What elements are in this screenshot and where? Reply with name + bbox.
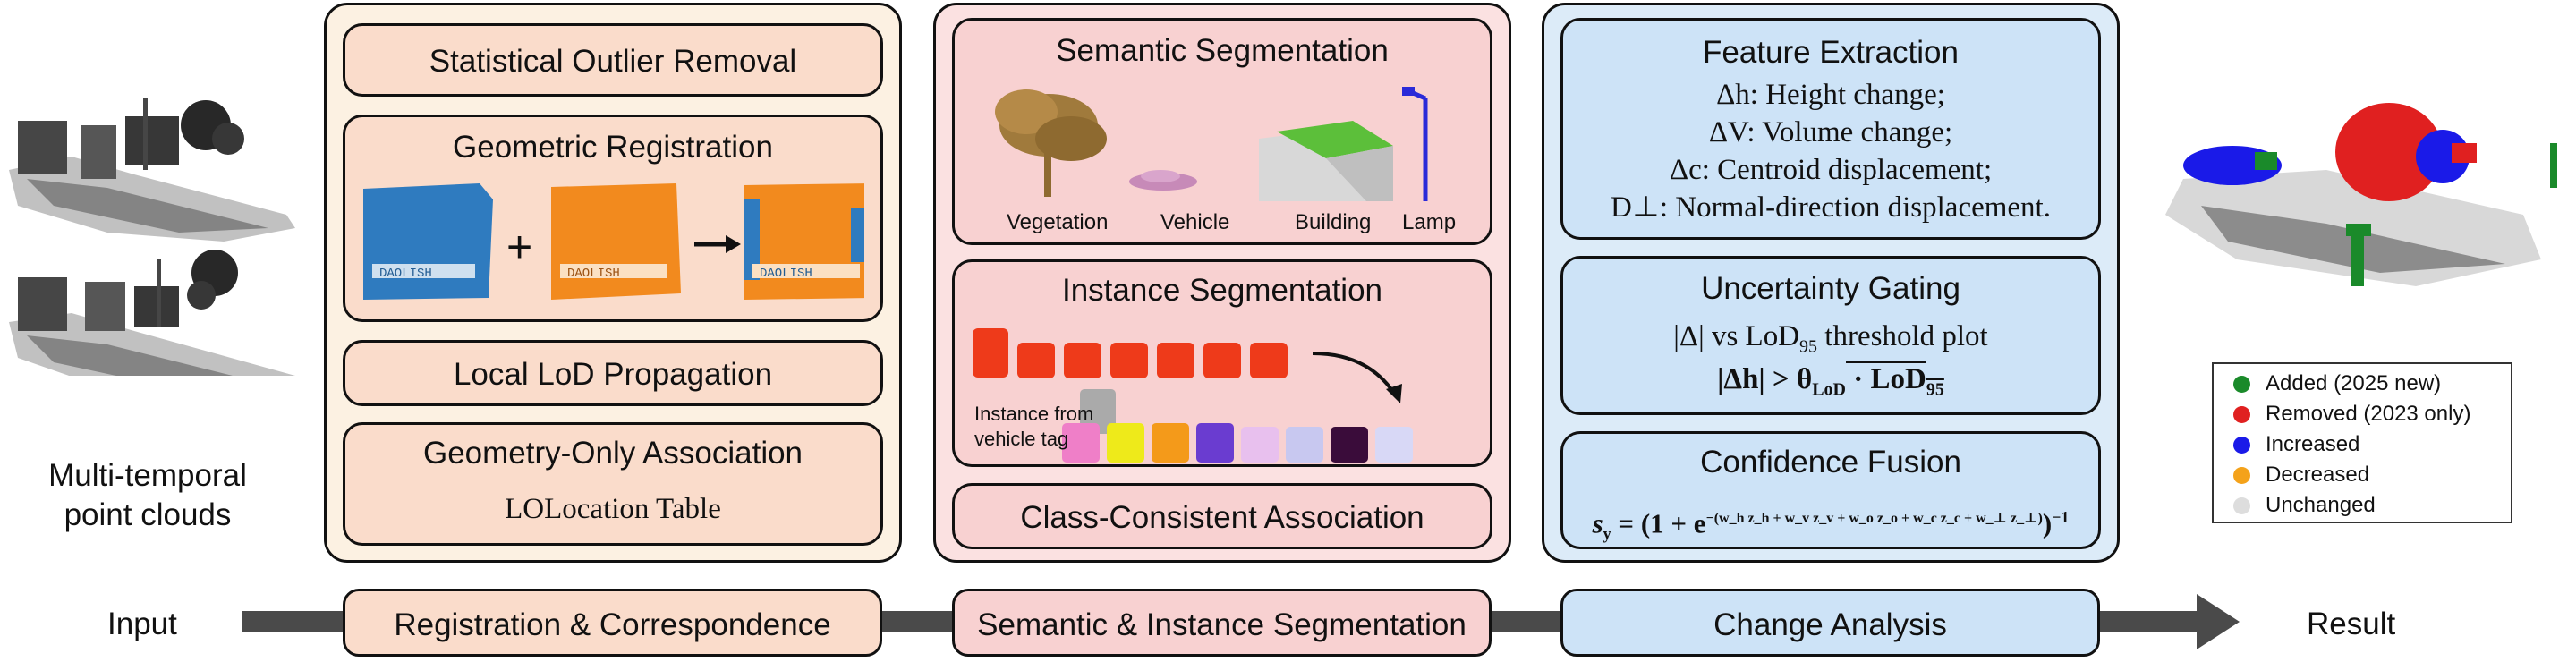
pipeline-input-label: Input	[107, 607, 177, 641]
confidence-fusion-box: Confidence Fusion sy = (1 + e−(w_h z_h +…	[1560, 431, 2101, 549]
instance-illustration	[973, 328, 1413, 463]
point-cloud-2023	[9, 98, 295, 242]
vegetation-sample	[995, 89, 1107, 197]
feature-volume-change: ΔV: Volume change;	[1708, 116, 1953, 149]
lamp-sample	[1402, 87, 1428, 201]
feature-centroid-displacement: Δc: Centroid displacement;	[1669, 154, 1993, 186]
arrow-right-icon	[694, 235, 741, 253]
semantic-segmentation-box: Semantic Segmentation	[952, 18, 1492, 245]
gating-line2-b: · LoD	[1846, 363, 1926, 395]
target-scan: DAOLISH	[551, 183, 681, 300]
feature-extraction-box: Feature Extraction Δh: Height change; ΔV…	[1560, 18, 2101, 240]
geometric-registration-box: Geometric Registration DAOLISH + DAOLISH	[343, 115, 883, 322]
stage-change-analysis: Change Analysis	[1560, 589, 2100, 657]
semantic-segmentation-label: Semantic Segmentation	[1056, 33, 1389, 68]
gating-inequality: |Δh| > θLoD · LoD95	[1563, 361, 2098, 409]
stage-registration: Registration & Correspondence	[343, 589, 882, 657]
geometric-registration-label: Geometric Registration	[453, 130, 773, 165]
target-scan-tag: DAOLISH	[567, 267, 620, 281]
vehicle-sample	[1129, 170, 1197, 191]
feature-normal-displacement: D⊥: Normal-direction displacement.	[1611, 191, 2051, 224]
semantic-classes-illustration	[995, 87, 1428, 201]
vehicle-instances-red	[973, 328, 1288, 378]
instance-note-line2: vehicle tag	[974, 428, 1069, 450]
fusion-s-sub: y	[1603, 524, 1611, 543]
geometry-association-label: Geometry-Only Association	[422, 436, 803, 471]
gating-threshold-plot-line: |Δ| vs LoD95 threshold plot	[1563, 318, 2098, 366]
vehicle-instances-colored	[1062, 389, 1413, 463]
change-analysis-panel: Feature Extraction Δh: Height change; ΔV…	[1542, 3, 2120, 563]
gating-line1-b: threshold plot	[1817, 320, 1988, 352]
source-scan-tag: DAOLISH	[379, 267, 432, 281]
building-sample	[1259, 121, 1393, 201]
legend: Added (2025 new) Removed (2023 only) Inc…	[2212, 362, 2512, 523]
class-consistent-association-box: Class-Consistent Association	[952, 483, 1492, 549]
uncertainty-gating-label: Uncertainty Gating	[1701, 271, 1960, 306]
location-table-label: LOLocation Table	[505, 493, 721, 525]
gating-line2-sub2: 95	[1926, 379, 1944, 400]
fusion-b: = (1 + e	[1611, 507, 1706, 539]
stage-change-analysis-label: Change Analysis	[1713, 607, 1947, 642]
registration-panel: Statistical Outlier Removal Geometric Re…	[324, 3, 902, 563]
plus-sign: +	[506, 222, 532, 272]
outlier-removal-label: Statistical Outlier Removal	[429, 44, 797, 79]
stage-registration-label: Registration & Correspondence	[394, 607, 831, 642]
legend-item-unchanged: Unchanged	[2233, 493, 2376, 518]
input-point-clouds	[9, 98, 295, 376]
input-caption-line2: point clouds	[64, 497, 232, 532]
class-label-building: Building	[1295, 210, 1372, 234]
class-label-lamp: Lamp	[1402, 210, 1457, 234]
class-label-vehicle: Vehicle	[1160, 210, 1230, 234]
input-caption: Multi-temporal point clouds	[18, 456, 277, 535]
legend-label-increased: Increased	[2266, 432, 2360, 456]
legend-label-removed: Removed (2023 only)	[2266, 402, 2471, 426]
class-consistent-association-label: Class-Consistent Association	[1020, 500, 1424, 535]
instance-arrow	[1312, 352, 1395, 394]
source-scan: DAOLISH	[363, 183, 493, 300]
lod-propagation-box: Local LoD Propagation	[343, 340, 883, 406]
registered-scan-tag: DAOLISH	[760, 267, 812, 281]
legend-label-unchanged: Unchanged	[2266, 493, 2376, 517]
outlier-removal-box: Statistical Outlier Removal	[343, 23, 883, 97]
registered-scan: DAOLISH	[744, 183, 864, 300]
instance-note-line1: Instance from	[974, 403, 1094, 425]
input-caption-line1: Multi-temporal	[48, 458, 247, 493]
fusion-c: )	[2042, 507, 2053, 539]
stage-segmentation-label: Semantic & Instance Segmentation	[977, 607, 1467, 642]
confidence-fusion-label: Confidence Fusion	[1700, 445, 1961, 480]
gating-line2-sub: LoD	[1812, 379, 1847, 400]
registration-illustration: DAOLISH + DAOLISH DAOLISH	[363, 183, 864, 300]
stage-segmentation: Semantic & Instance Segmentation	[952, 589, 1492, 657]
geometry-association-box: Geometry-Only Association LOLocation Tab…	[343, 422, 883, 546]
instance-segmentation-label: Instance Segmentation	[1061, 273, 1382, 308]
instance-arrow-head	[1386, 384, 1402, 403]
gating-line2-a: |Δh| > θ	[1717, 363, 1813, 395]
class-label-vegetation: Vegetation	[1007, 210, 1109, 234]
fusion-sup: −1	[2052, 508, 2070, 526]
segmentation-panel: Semantic Segmentation	[933, 3, 1511, 563]
legend-item-decreased: Decreased	[2233, 463, 2370, 488]
fusion-formula: sy = (1 + e−(w_h z_h + w_v z_v + w_o z_o…	[1563, 498, 2098, 553]
instance-segmentation-box: Instance Segmentation	[952, 259, 1492, 467]
instance-note: Instance from vehicle tag	[974, 402, 1093, 452]
legend-item-removed: Removed (2023 only)	[2233, 402, 2471, 427]
feature-extraction-label: Feature Extraction	[1703, 35, 1959, 70]
point-cloud-2025	[9, 250, 295, 376]
pipeline-result-label: Result	[2307, 607, 2396, 641]
gating-line1-sub: 95	[1799, 336, 1818, 357]
legend-item-increased: Increased	[2233, 432, 2360, 457]
fusion-exponent: −(w_h z_h + w_v z_v + w_o z_o + w_c z_c …	[1705, 511, 2043, 526]
legend-label-added: Added (2025 new)	[2266, 371, 2442, 395]
legend-item-added: Added (2025 new)	[2233, 371, 2442, 396]
pipeline-arrow-head	[2197, 594, 2240, 649]
fusion-s: s	[1592, 507, 1603, 539]
lod-propagation-label: Local LoD Propagation	[453, 357, 773, 392]
feature-height-change: Δh: Height change;	[1716, 79, 1945, 111]
uncertainty-gating-box: Uncertainty Gating |Δ| vs LoD95 threshol…	[1560, 256, 2101, 415]
result-point-cloud	[2165, 103, 2557, 286]
gating-line1-a: |Δ| vs LoD	[1673, 320, 1800, 352]
legend-label-decreased: Decreased	[2266, 463, 2370, 487]
